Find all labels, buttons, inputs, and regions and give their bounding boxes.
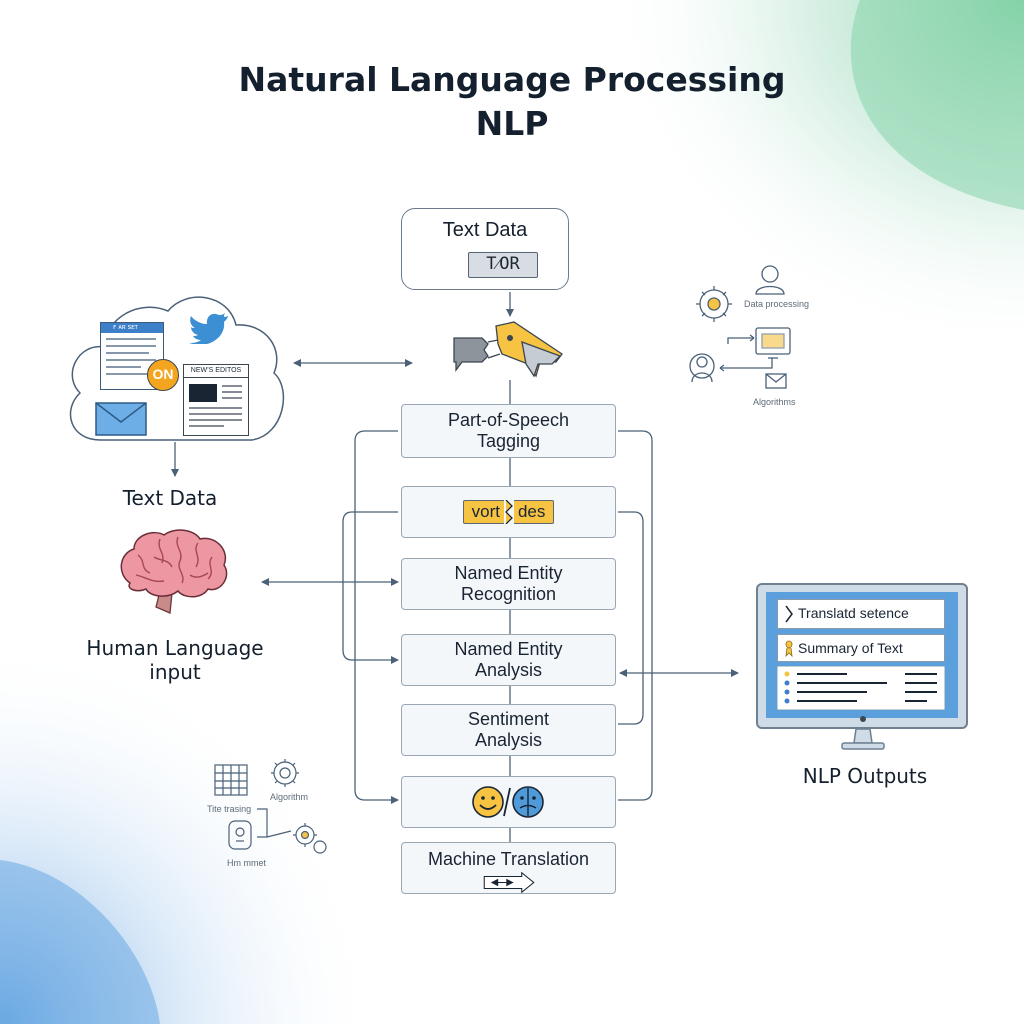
newspaper-header: NEW’S EDITOS (184, 365, 248, 378)
output-row-2-text: Summary of Text (798, 640, 903, 656)
cursor-icon (785, 605, 793, 623)
nea-line-1: Named Entity (454, 639, 563, 659)
token-chip-left: vort (462, 500, 504, 524)
small-envelope-icon (765, 373, 787, 389)
processing-icons-cluster (689, 265, 791, 389)
human-language-label: Human Language input (70, 636, 280, 684)
smiley-icon (471, 786, 544, 818)
badge-icon (228, 820, 252, 850)
nea-line-2: Analysis (474, 660, 543, 680)
output-translated-sentence: Translatd setence (777, 599, 945, 629)
pipeline-node-sentiment: Sentiment Analysis (401, 704, 616, 756)
pipeline-node-nea: Named Entity Analysis (401, 634, 616, 686)
user-icon (761, 265, 779, 283)
human-language-line-2: input (149, 660, 201, 684)
translate-arrow-icon (483, 872, 535, 893)
sentiment-line-2: Analysis (474, 730, 543, 750)
tite-trasing-label: Tite trasing (207, 804, 252, 814)
brain-icon (120, 529, 228, 614)
pos-line-2: Tagging (476, 431, 541, 451)
output-row-1-text: Translatd setence (798, 605, 909, 621)
output-summary-of-text: Summary of Text (777, 634, 945, 662)
mt-label: Machine Translation (427, 849, 590, 869)
top-node-label: Text Data (442, 219, 528, 241)
sentiment-line-1: Sentiment (467, 709, 550, 729)
token-chip: T⁄OR (468, 252, 538, 278)
algorithms-label: Algorithms (753, 397, 796, 407)
pipeline-node-pos-tagging: Part-of-Speech Tagging (401, 404, 616, 458)
ner-line-1: Named Entity (454, 563, 563, 583)
output-list-panel (777, 666, 945, 710)
bird-icon (189, 313, 228, 344)
envelope-icon (95, 402, 147, 436)
hm-mmet-label: Hm mmet (227, 858, 266, 868)
data-processing-label: Data processing (744, 299, 810, 309)
title-line-1: Natural Language Processing (238, 60, 786, 99)
monitor-stand (841, 716, 885, 750)
newspaper-lines (189, 384, 242, 427)
small-monitor-icon (755, 327, 791, 355)
pos-line-1: Part-of-Speech (447, 410, 570, 430)
ribbon-icon (785, 640, 793, 657)
gear-outline-icon (273, 761, 297, 785)
pipeline-node-ner: Named Entity Recognition (401, 558, 616, 610)
person-icon (689, 353, 715, 379)
nlp-outputs-label: NLP Outputs (802, 764, 928, 788)
document-lines (106, 338, 156, 375)
algorithm-label: Algorithm (270, 792, 309, 802)
on-badge: ON (147, 359, 179, 391)
newspaper-icon: NEW’S EDITOS (183, 364, 249, 436)
pipeline-node-tokens: vort des (401, 486, 616, 538)
pipeline-node-emotion (401, 776, 616, 828)
text-data-label: Text Data (122, 486, 218, 510)
ner-line-2: Recognition (460, 584, 557, 604)
algorithm-icons-cluster (214, 759, 327, 854)
split-mark-icon (505, 500, 513, 524)
tokenizer-scissors-icon (453, 321, 563, 378)
token-chip-right: des (513, 500, 555, 524)
page-title: Natural Language Processing NLP (0, 58, 1024, 146)
human-language-line-1: Human Language (86, 636, 264, 660)
document-header: ꜰ ᴀʀ ꜱᴇᴛ (101, 323, 163, 333)
pipeline-node-machine-translation: Machine Translation (401, 842, 616, 894)
title-line-2: NLP (475, 104, 549, 143)
